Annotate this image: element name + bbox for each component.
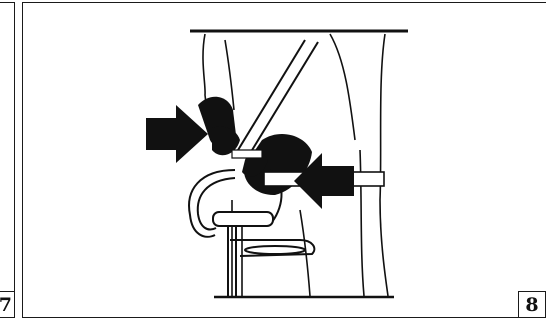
arrow-right-icon	[146, 105, 208, 163]
page-number-right: 8	[518, 291, 546, 318]
clamp-frame	[189, 170, 314, 296]
page-number-left: 7	[0, 291, 15, 318]
